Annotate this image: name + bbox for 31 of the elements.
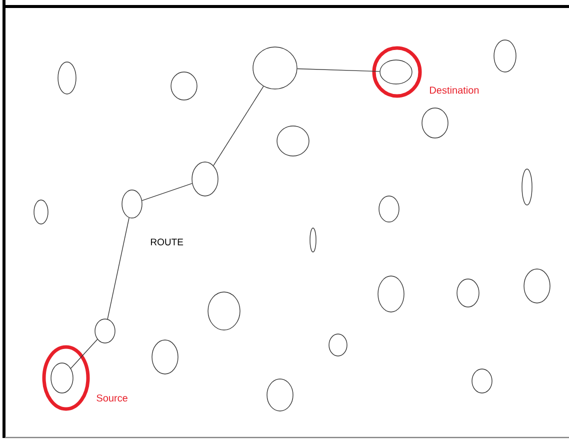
node-ellipse	[378, 196, 400, 222]
node-ellipse	[34, 200, 48, 224]
node-ellipse	[50, 362, 74, 394]
node-caption: Source	[96, 394, 128, 402]
node-ellipse	[422, 108, 448, 138]
route-line	[213, 86, 264, 166]
node-ellipse	[276, 126, 310, 156]
node-ellipse	[252, 46, 298, 90]
node-ellipse	[456, 278, 480, 308]
node-ellipse	[170, 72, 198, 100]
node-ellipse	[58, 62, 76, 94]
node-ellipse	[524, 268, 550, 304]
node-ellipse	[328, 334, 348, 356]
route-line	[142, 183, 192, 201]
node-ellipse	[266, 378, 294, 412]
route-line	[70, 339, 98, 369]
route-label: ROUTE	[151, 238, 184, 246]
node-ellipse	[122, 190, 142, 218]
node-ellipse	[94, 318, 116, 344]
node-ellipse	[472, 368, 492, 394]
route-line	[297, 68, 380, 72]
node-caption: Destination	[430, 86, 479, 94]
node-ellipse	[494, 40, 516, 72]
node-ellipse	[192, 162, 218, 196]
node-ellipse	[522, 168, 532, 206]
node-ellipse	[310, 228, 316, 252]
node-ellipse	[378, 276, 404, 312]
node-ellipse	[208, 292, 240, 330]
route-line	[107, 217, 130, 320]
node-ellipse	[380, 60, 412, 84]
node-ellipse	[152, 340, 178, 374]
